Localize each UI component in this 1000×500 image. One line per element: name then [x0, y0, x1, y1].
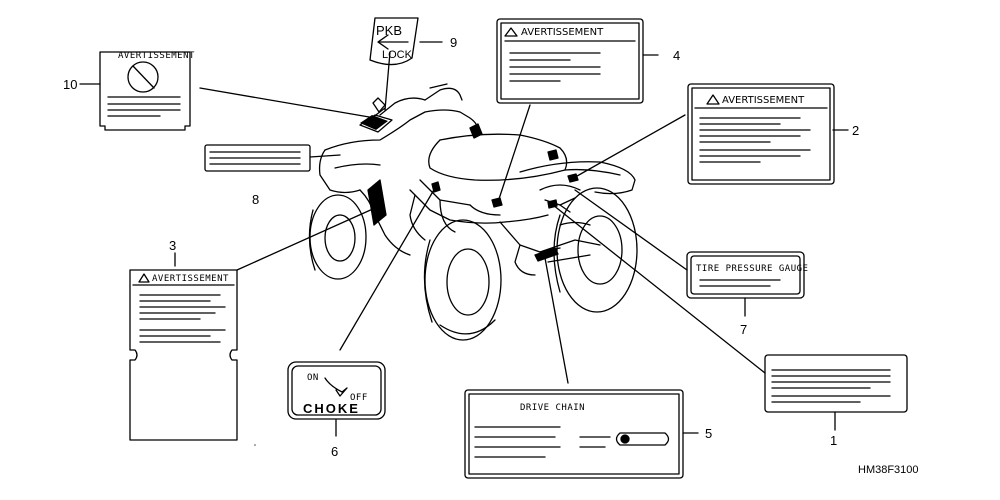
- callout-4: 4: [673, 48, 680, 63]
- label-7-text: TIRE PRESSURE GAUGE: [696, 264, 808, 274]
- callout-8: 8: [252, 192, 259, 207]
- label-10-warning-prohibition: [99, 51, 191, 131]
- pkb-text: PKB: [376, 23, 402, 38]
- callout-3: 3: [169, 238, 176, 253]
- callout-2: 2: [852, 123, 859, 138]
- leader-lines: [79, 41, 849, 446]
- diagram-code: HM38F3100: [858, 464, 919, 476]
- label-10-heading: AVERTISSEMENT: [118, 51, 195, 61]
- callout-5: 5: [705, 426, 712, 441]
- callout-9: 9: [450, 35, 457, 50]
- callout-1: 1: [830, 433, 837, 448]
- label-4-warning: [496, 18, 644, 104]
- label-2-warning: [687, 83, 835, 185]
- callout-6: 6: [331, 444, 338, 459]
- label-5-text: DRIVE CHAIN: [520, 403, 585, 413]
- label-6-choke: [287, 361, 386, 420]
- choke-text: CHOKE: [303, 401, 360, 416]
- label-5-drive-chain: [464, 389, 684, 479]
- label-2-heading: AVERTISSEMENT: [722, 95, 805, 106]
- lock-text: LOCK: [382, 49, 413, 61]
- label-8: [204, 144, 311, 172]
- callout-10: 10: [63, 77, 77, 92]
- atv-illustration: [308, 83, 638, 341]
- label-3-warning: [129, 269, 238, 441]
- label-3-heading: AVERTISSEMENT: [152, 274, 229, 284]
- label-1: [764, 354, 908, 413]
- label-4-heading: AVERTISSEMENT: [521, 27, 604, 38]
- callout-7: 7: [740, 322, 747, 337]
- choke-on-text: ON: [307, 373, 319, 383]
- choke-off-text: OFF: [350, 393, 368, 403]
- label-9-pkb-lock: [369, 17, 419, 66]
- label-7-tire-pressure-gauge: [686, 251, 805, 299]
